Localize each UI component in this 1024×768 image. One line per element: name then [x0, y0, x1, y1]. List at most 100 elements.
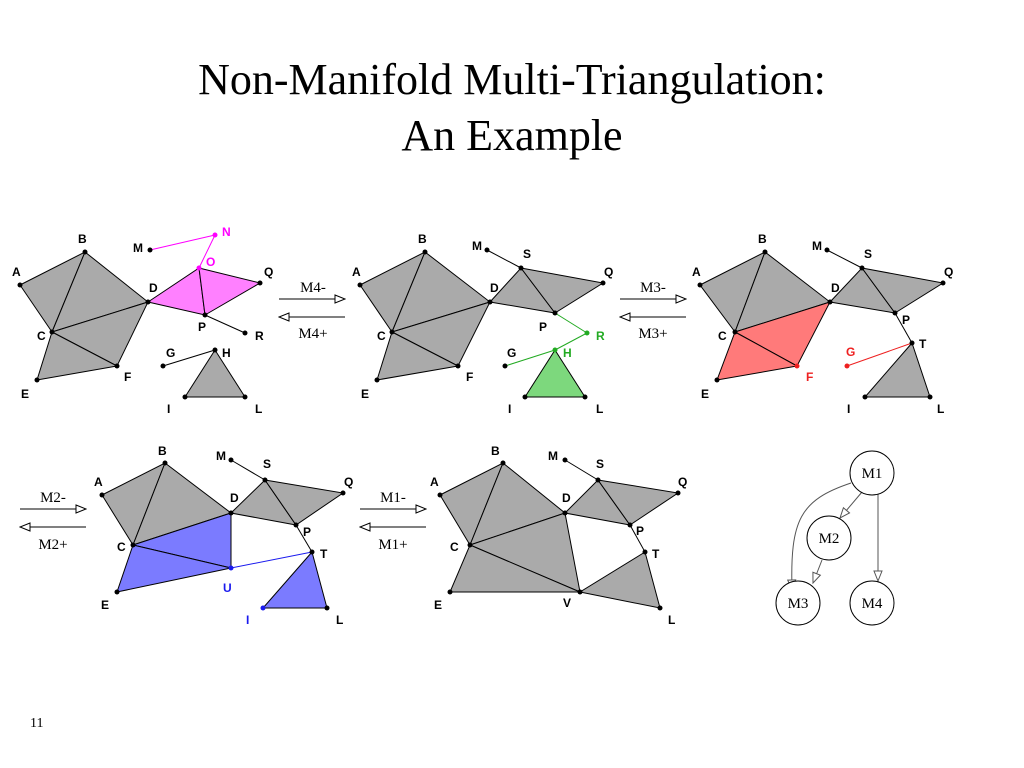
point-label: M	[472, 239, 482, 253]
dag-node-m4	[849, 580, 895, 626]
point-label: D	[490, 281, 499, 295]
transition-label-bottom: M2+	[38, 537, 67, 553]
point-label: I	[246, 613, 249, 627]
point-label: A	[12, 265, 21, 279]
transition-label-top: M1-	[380, 490, 406, 506]
title-line-1: Non-Manifold Multi-Triangulation:	[198, 55, 826, 104]
point-label: F	[124, 370, 131, 384]
point-label: B	[158, 444, 167, 458]
point-label: O	[206, 255, 215, 269]
point-label: A	[430, 475, 439, 489]
point-label: E	[101, 598, 109, 612]
point-label: B	[491, 444, 500, 458]
triangle	[519, 267, 605, 314]
point-label: F	[466, 370, 473, 384]
point-label: P	[539, 320, 547, 334]
point-label: S	[523, 247, 531, 261]
point-label: H	[222, 346, 231, 360]
point-label: P	[902, 313, 910, 327]
point-label: C	[377, 329, 386, 343]
point-label: I	[167, 402, 170, 416]
dag-node-label: M1	[862, 466, 883, 482]
transition-label-bottom: M4+	[298, 326, 327, 342]
point-label: M	[812, 239, 822, 253]
point-label: E	[434, 598, 442, 612]
point-label: G	[166, 346, 175, 360]
triangle	[376, 331, 460, 381]
slide-title: Non-Manifold Multi-Triangulation: An Exa…	[0, 52, 1024, 164]
point-label: D	[562, 491, 571, 505]
point-label: P	[303, 525, 311, 539]
triangle	[578, 551, 661, 609]
point-label: T	[919, 337, 927, 351]
point-label: C	[450, 540, 459, 554]
dag-node-label: M2	[819, 531, 840, 547]
transition-label-bottom: M1+	[378, 537, 407, 553]
triangle	[198, 267, 262, 316]
dag-node-label: M3	[788, 596, 809, 612]
point-label: S	[596, 457, 604, 471]
point-label: T	[320, 547, 328, 561]
dag-node-m3	[775, 580, 821, 626]
point-label: L	[668, 613, 675, 627]
triangle	[116, 544, 232, 593]
panel-2: A B C D E F M S Q P R G H I L	[352, 232, 613, 416]
panel-1: A B C D E F M N O Q P R G H I L	[12, 225, 273, 416]
triangle	[596, 479, 680, 526]
point-label: V	[563, 596, 571, 610]
point-label: L	[336, 613, 343, 627]
point-label: D	[149, 281, 158, 295]
dag-node-label: M4	[862, 596, 883, 612]
point-label: I	[508, 402, 511, 416]
point-label: C	[37, 329, 46, 343]
triangle	[524, 349, 586, 398]
point-label: C	[117, 540, 126, 554]
point-label: D	[831, 281, 840, 295]
point-label: Q	[604, 265, 613, 279]
dependency-dag: M1 M2 M3 M4	[775, 450, 895, 626]
point-label: U	[223, 581, 232, 595]
transition-label-top: M3-	[640, 280, 666, 296]
point-label: I	[847, 402, 850, 416]
point-label: L	[255, 402, 262, 416]
point-label: S	[263, 457, 271, 471]
point-label: H	[563, 346, 572, 360]
point-label: G	[846, 345, 855, 359]
transition-label-bottom: M3+	[638, 326, 667, 342]
point-label: L	[596, 402, 603, 416]
dag-node-m2	[806, 515, 852, 561]
triangle	[261, 550, 328, 609]
point-label: B	[758, 232, 767, 246]
point-label: B	[418, 232, 427, 246]
point-label: L	[937, 402, 944, 416]
slide-number: 11	[30, 716, 44, 731]
transition-label-top: M4-	[300, 280, 326, 296]
point-label: G	[507, 346, 516, 360]
triangle	[716, 331, 799, 381]
transition-m1: M1- M1+	[360, 490, 426, 553]
point-label: C	[718, 329, 727, 343]
triangle	[36, 331, 119, 381]
triangle	[263, 479, 345, 526]
transition-m3: M3- M3+	[620, 280, 686, 342]
point-label: Q	[264, 265, 273, 279]
point-label: P	[198, 320, 206, 334]
point-label: E	[701, 387, 709, 401]
point-label: F	[806, 370, 813, 384]
point-label: M	[548, 449, 558, 463]
point-label: D	[230, 491, 239, 505]
triangle	[449, 544, 581, 593]
point-label: Q	[344, 475, 353, 489]
transition-m4: M4- M4+	[279, 280, 345, 342]
point-label: A	[692, 265, 701, 279]
point-label: R	[596, 329, 605, 343]
dag-node-m1	[849, 450, 895, 496]
point-label: E	[21, 387, 29, 401]
point-label: P	[636, 524, 644, 538]
point-label: A	[352, 265, 361, 279]
point-label: A	[94, 475, 103, 489]
panel-5: A B C D E M S Q P T V L	[430, 444, 687, 627]
transition-label-top: M2-	[40, 490, 66, 506]
panel-4: A B C D E M S Q P T U I L	[94, 444, 353, 627]
